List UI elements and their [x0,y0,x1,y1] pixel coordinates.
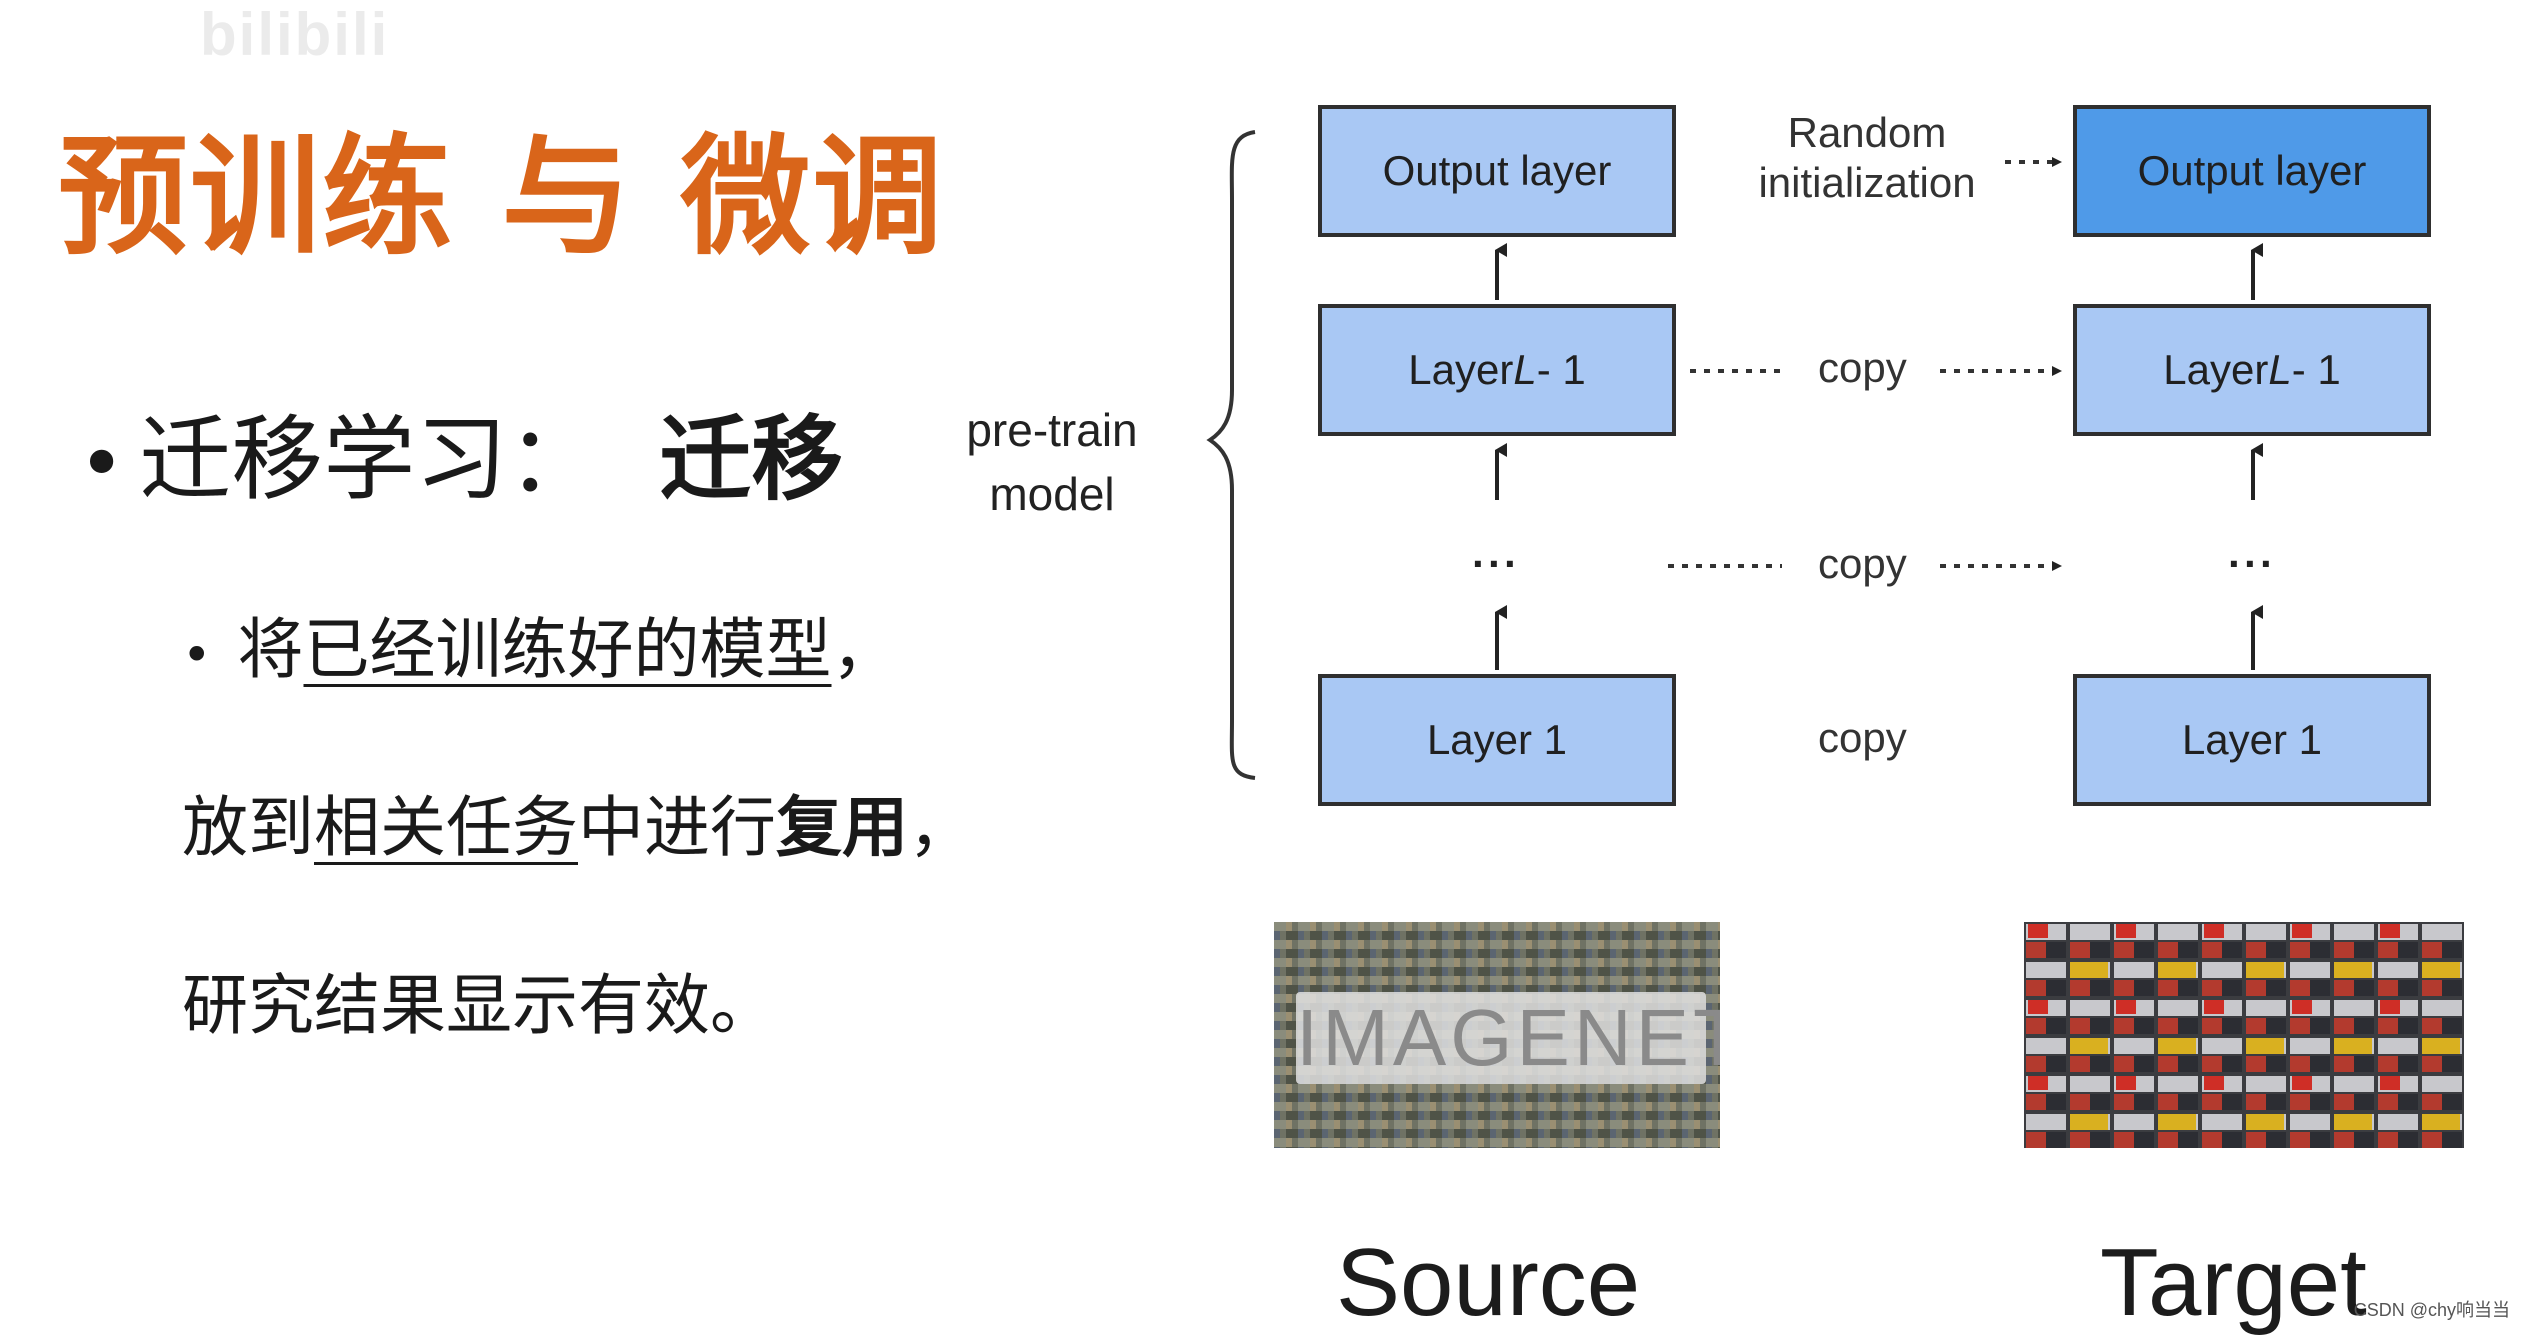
layer-label-suffix: - 1 [1536,346,1586,393]
target-caption: Target [2100,1229,2367,1336]
text-segment: ， [831,611,898,688]
source-layer-l-minus-1: Layer L - 1 [1318,304,1676,436]
target-layer-1: Layer 1 [2073,674,2431,806]
bullet-dot: • [78,417,126,510]
layer-label-prefix: Layer [2163,346,2269,393]
source-caption: Source [1336,1229,1641,1336]
bilibili-watermark: bilibili [200,1,390,68]
layer-label-var: L [1513,346,1537,393]
pretrain-brace [1206,130,1256,780]
underlined-phrase-pretrained-model: 已经训练好的模型 [303,611,832,688]
bold-phrase-reuse: 复用 [776,789,908,866]
text-segment: 放到 [182,789,314,866]
copy-label-layer-1: copy [1818,714,1907,761]
random-initialization-label: Random initialization [1742,108,1992,208]
bullet-emphasis: 迁移 [659,406,844,513]
source-output-layer: Output layer [1318,105,1676,237]
footer-credit: CSDN @chy响当当 [2353,1300,2510,1320]
target-output-layer: Output layer [2073,105,2431,237]
text-segment: ， [908,789,974,866]
sub-bullet-line-3: 研究结果显示有效。 [182,952,776,1048]
underlined-phrase-related-task: 相关任务 [314,789,578,866]
target-layer-l-minus-1: Layer L - 1 [2073,304,2431,436]
imagenet-logo-text: IMAGENET [1296,992,1720,1084]
bullet-lead: 迁移学习： [139,406,600,513]
pretrain-label-line: model [989,468,1115,520]
car-mosaic [2024,922,2464,1148]
sub-bullet-line-1: • 将已经训练好的模型， [182,596,898,692]
text-segment: 将 [237,611,304,688]
source-layer-ellipsis: ··· [1472,540,1520,587]
pretrain-label-line: pre-train [966,404,1138,456]
source-layer-1: Layer 1 [1318,674,1676,806]
slide-title: 预训练 与 微调 [58,121,945,273]
text-segment: 研究结果显示有效。 [182,967,776,1044]
pretrain-model-label: pre-train model [942,398,1162,526]
sub-bullet-dot: • [182,626,212,684]
random-init-line: initialization [1758,159,1976,206]
copy-label-layer-l-minus-1: copy [1818,344,1907,391]
target-car-images [2024,922,2464,1148]
layer-label-var: L [2268,346,2292,393]
layer-label-suffix: - 1 [2291,346,2341,393]
copy-label-ellipsis: copy [1818,540,1907,587]
bullet-transfer-learning: •迁移学习： 迁移 [78,385,843,518]
random-init-line: Random [1787,109,1947,156]
text-segment: 中进行 [578,789,776,866]
sub-bullet-line-2: 放到相关任务中进行复用， [182,774,974,870]
target-layer-ellipsis: ··· [2228,540,2276,587]
layer-label-prefix: Layer [1408,346,1514,393]
imagenet-source-image: IMAGENET [1274,922,1720,1148]
